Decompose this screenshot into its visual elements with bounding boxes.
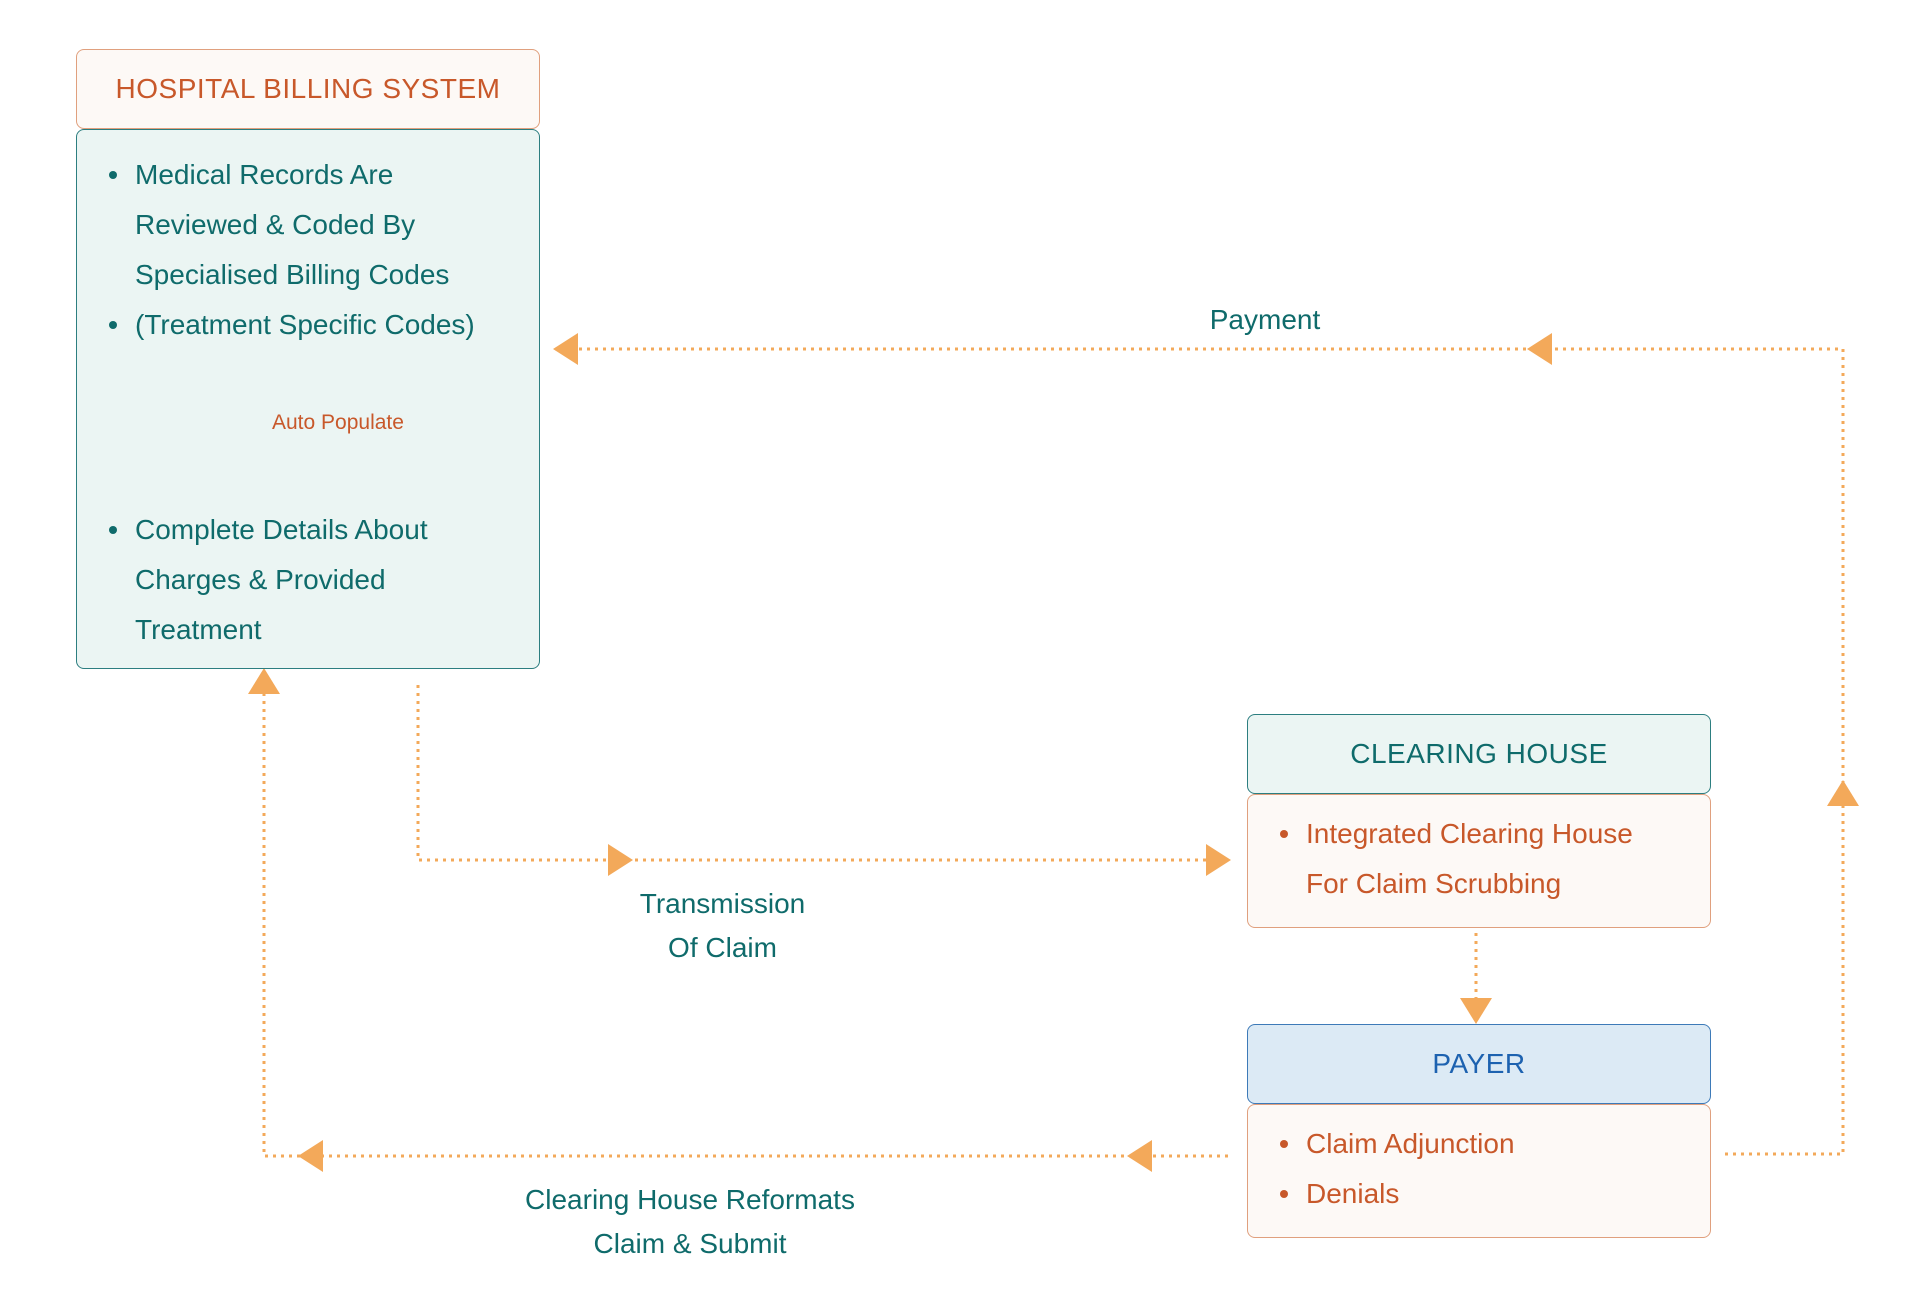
reformat-label-line1: Clearing House Reformats (525, 1184, 855, 1215)
reformat-up-arrowhead (248, 668, 280, 694)
payment-label: Payment (1209, 304, 1321, 335)
payer-header: PAYER (1247, 1024, 1711, 1104)
auto-populate-label: Auto Populate (272, 411, 404, 434)
payer-body: Claim Adjunction Denials (1247, 1104, 1711, 1238)
hospital-billing-body: Medical Records Are Reviewed & Coded By … (76, 129, 540, 669)
transmission-connector (416, 685, 1218, 862)
clearing-house-title: CLEARING HOUSE (1350, 738, 1608, 769)
clearing-house-body: Integrated Clearing House For Claim Scru… (1247, 794, 1711, 928)
payment-up-arrowhead (1827, 780, 1859, 806)
transmission-arrowhead (1206, 844, 1231, 876)
payment-mid-arrowhead (1527, 333, 1552, 365)
transmission-label-line2: Of Claim (668, 932, 777, 963)
clearing-house-items: Integrated Clearing House For Claim Scru… (1248, 809, 1678, 909)
payer-title: PAYER (1432, 1048, 1526, 1079)
transmission-label: Transmission Of Claim (600, 882, 845, 970)
payer-item-denials: Denials (1248, 1169, 1678, 1219)
reformat-label: Clearing House Reformats Claim & Submit (470, 1178, 910, 1266)
reformat-connector (262, 685, 1228, 1158)
hospital-item-records: Medical Records Are Reviewed & Coded By … (77, 150, 522, 300)
reformat-start-arrowhead (1127, 1140, 1152, 1172)
transmission-label-line1: Transmission (639, 888, 806, 919)
payer-items: Claim Adjunction Denials (1248, 1119, 1678, 1219)
clearing-house-item-scrubbing: Integrated Clearing House For Claim Scru… (1248, 809, 1678, 909)
payment-arrowhead (553, 333, 578, 365)
hospital-items-top: Medical Records Are Reviewed & Coded By … (77, 150, 522, 350)
hospital-items-bottom: Complete Details About Charges & Provide… (77, 505, 497, 655)
hospital-item-details: Complete Details About Charges & Provide… (77, 505, 497, 655)
clearing-to-payer-arrowhead (1460, 998, 1492, 1024)
reformat-mid-arrowhead (298, 1140, 323, 1172)
reformat-label-line2: Claim & Submit (593, 1228, 787, 1259)
hospital-item-codes: (Treatment Specific Codes) (77, 300, 522, 350)
payer-item-adjunction: Claim Adjunction (1248, 1119, 1678, 1169)
transmission-mid-arrowhead (608, 844, 633, 876)
hospital-billing-header: HOSPITAL BILLING SYSTEM (76, 49, 540, 129)
hospital-billing-title: HOSPITAL BILLING SYSTEM (115, 73, 501, 104)
clearing-house-header: CLEARING HOUSE (1247, 714, 1711, 794)
payment-connector (550, 347, 1845, 1156)
